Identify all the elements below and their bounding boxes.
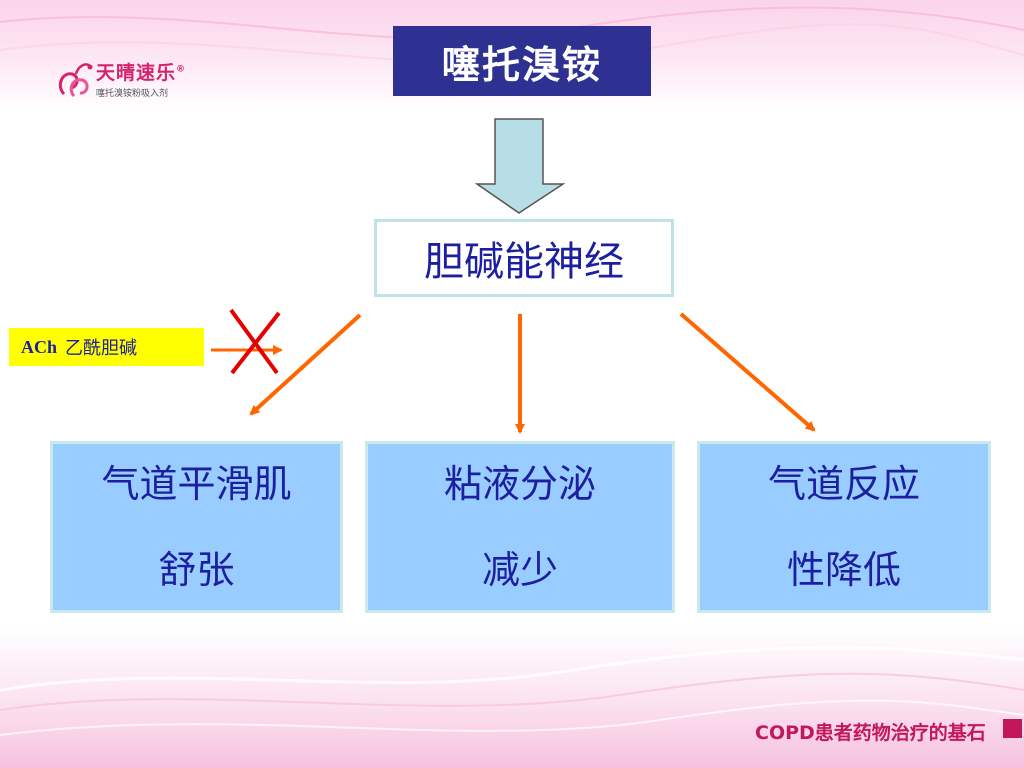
logo-swirl-icon — [58, 63, 93, 98]
background-bottom — [0, 628, 1024, 768]
effect-1-line-1: 气道平滑肌 — [101, 462, 292, 506]
diagram-title: 噻托溴铵 — [393, 26, 651, 96]
cholinergic-nerve-node: 胆碱能神经 — [374, 219, 674, 297]
ach-abbr: ACh — [21, 336, 58, 357]
down-arrow-icon — [474, 118, 566, 214]
effect-2-line-2: 减少 — [481, 548, 558, 592]
logo-brand-name: 天晴速乐® — [96, 62, 187, 84]
footer-tagline: COPD患者药物治疗的基石 — [755, 722, 986, 744]
arrow-to-effect-3 — [679, 312, 816, 432]
logo-subtitle: 噻托溴铵粉吸入剂 — [96, 89, 169, 99]
ach-name: 乙酰胆碱 — [65, 338, 138, 359]
effect-box-2: 粘液分泌 减少 — [365, 441, 675, 613]
brand-logo: 天晴速乐® 噻托溴铵粉吸入剂 — [56, 56, 206, 112]
footer-square-marker — [1003, 719, 1022, 738]
effect-3-line-2: 性降低 — [786, 548, 901, 592]
effect-box-3: 气道反应 性降低 — [697, 441, 991, 613]
effect-2-line-1: 粘液分泌 — [443, 462, 596, 506]
effect-1-line-2: 舒张 — [158, 548, 235, 592]
arrow-to-effect-1 — [249, 313, 362, 416]
block-x-icon — [229, 308, 281, 375]
effect-box-1: 气道平滑肌 舒张 — [50, 441, 343, 613]
acetylcholine-label: ACh 乙酰胆碱 — [9, 328, 204, 366]
effect-3-line-1: 气道反应 — [767, 462, 920, 506]
